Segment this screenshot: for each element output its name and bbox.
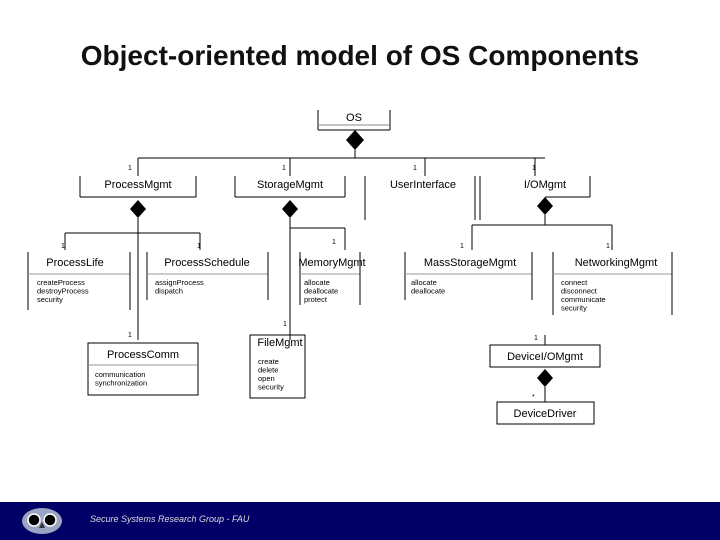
aggregation-diamond (282, 200, 298, 218)
multiplicity: 1 (128, 165, 132, 172)
class-device-driver (496, 401, 595, 425)
class-storage-mgmt (234, 176, 346, 198)
class-mass-storage-mgmt (404, 252, 533, 300)
class-memory-mgmt (299, 252, 361, 305)
operation: allocate (411, 278, 437, 287)
class-name: NetworkingMgmt (575, 257, 658, 269)
owl-logo-icon (22, 508, 62, 534)
multiplicity: 1 (413, 165, 417, 172)
footer-text: Secure Systems Research Group - FAU (90, 514, 250, 524)
multiplicity: 1 (460, 243, 464, 250)
class-name: ProcessSchedule (164, 257, 250, 269)
class-name: UserInterface (390, 179, 456, 191)
operation: delete (258, 366, 278, 375)
multiplicity: 1 (282, 165, 286, 172)
class-name: ProcessMgmt (104, 179, 171, 191)
multiplicity: 1 (534, 335, 538, 342)
class-user-interface (364, 176, 476, 220)
operation: disconnect (561, 287, 598, 296)
multiplicity: 1 (332, 239, 336, 246)
operations: createProcessdestroyProcesssecurityassig… (37, 278, 606, 392)
class-networking-mgmt (552, 252, 673, 315)
class-name: ProcessLife (46, 257, 103, 269)
operation: allocate (304, 278, 330, 287)
footer-bar: Secure Systems Research Group - FAU (0, 502, 720, 540)
class-name: I/OMgmt (524, 179, 566, 191)
class-name: ProcessComm (107, 349, 179, 361)
class-name: DeviceDriver (514, 408, 577, 420)
class-process-life (27, 252, 131, 310)
multiplicity: 1 (61, 243, 65, 250)
class-device-io-mgmt (489, 344, 601, 368)
operation: assignProcess (155, 278, 204, 287)
class-name: StorageMgmt (257, 179, 323, 191)
class-process-comm (87, 342, 199, 396)
operation: deallocate (411, 287, 445, 296)
operation: createProcess (37, 278, 85, 287)
slide-title: Object-oriented model of OS Components (80, 40, 640, 71)
aggregation-diamond (537, 197, 553, 215)
class-process-schedule (146, 252, 269, 300)
class-io-mgmt (479, 176, 591, 220)
operation: security (561, 304, 587, 313)
operation: create (258, 357, 279, 366)
aggregation-diamond (130, 200, 146, 218)
class-file-mgmt (249, 334, 306, 399)
multiplicity: 1 (283, 321, 287, 328)
operation: destroyProcess (37, 287, 89, 296)
uml-class-diagram: OS ProcessMgmt StorageMgmt UserInterface… (27, 110, 673, 425)
operation: communicate (561, 295, 606, 304)
operation: dispatch (155, 287, 183, 296)
class-process-mgmt (79, 176, 197, 198)
class-name: DeviceI/OMgmt (507, 351, 583, 363)
class-name: FileMgmt (257, 337, 302, 349)
multiplicity: 1 (128, 332, 132, 339)
operation: security (258, 383, 284, 392)
aggregation-diamond (537, 369, 553, 387)
multiplicity: * (532, 394, 535, 401)
class-os (317, 110, 391, 131)
operation: synchronization (95, 379, 147, 388)
multiplicity: 1 (606, 243, 610, 250)
multiplicity: 1 (197, 243, 201, 250)
operation: communication (95, 370, 145, 379)
aggregation-diamond (346, 130, 364, 150)
operation: security (37, 295, 63, 304)
operation: connect (561, 278, 588, 287)
operation: open (258, 374, 275, 383)
class-name: OS (346, 112, 362, 124)
operation: protect (304, 295, 328, 304)
class-name: MassStorageMgmt (424, 257, 516, 269)
class-name: MemoryMgmt (298, 257, 365, 269)
multiplicity: 1 (532, 165, 536, 172)
operation: deallocate (304, 287, 338, 296)
